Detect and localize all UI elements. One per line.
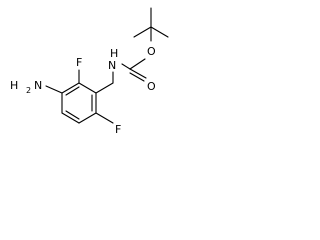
amine-n-label: N <box>34 79 42 92</box>
bond-carbonyl-c-n <box>121 63 131 70</box>
bond-tbu-methyl-left <box>133 26 152 38</box>
ring-bond-2 <box>61 82 80 94</box>
bond-ester-o-carbonyl-c <box>129 58 146 70</box>
bond-tbu-methyl-right <box>150 26 169 38</box>
ester-oxygen-label: O <box>147 45 156 58</box>
ring-double-2 <box>65 110 80 120</box>
fluorine-bottom-label: F <box>115 123 121 136</box>
bond-carbonyl-double-1 <box>129 68 147 79</box>
bond-ring-f-bottom <box>95 112 114 124</box>
ring-bond-5 <box>78 112 97 124</box>
amine-h-label: H <box>10 79 18 92</box>
ring-double-1 <box>65 86 80 96</box>
carbamate-n-label: N <box>108 59 116 72</box>
ring-bond-1 <box>78 82 97 94</box>
bond-ring-nh2 <box>45 85 63 94</box>
molecule-structure: O O N H F F N H 2 <box>10 7 169 136</box>
fluorine-top-label: F <box>76 56 82 69</box>
carbonyl-oxygen-label: O <box>147 80 156 93</box>
bond-carbonyl-double-2 <box>129 72 145 82</box>
bond-ch2-ring <box>95 82 114 94</box>
amine-h-count-label: 2 <box>26 86 31 95</box>
carbamate-h-label: H <box>110 47 118 60</box>
ring-bond-4 <box>61 112 80 124</box>
